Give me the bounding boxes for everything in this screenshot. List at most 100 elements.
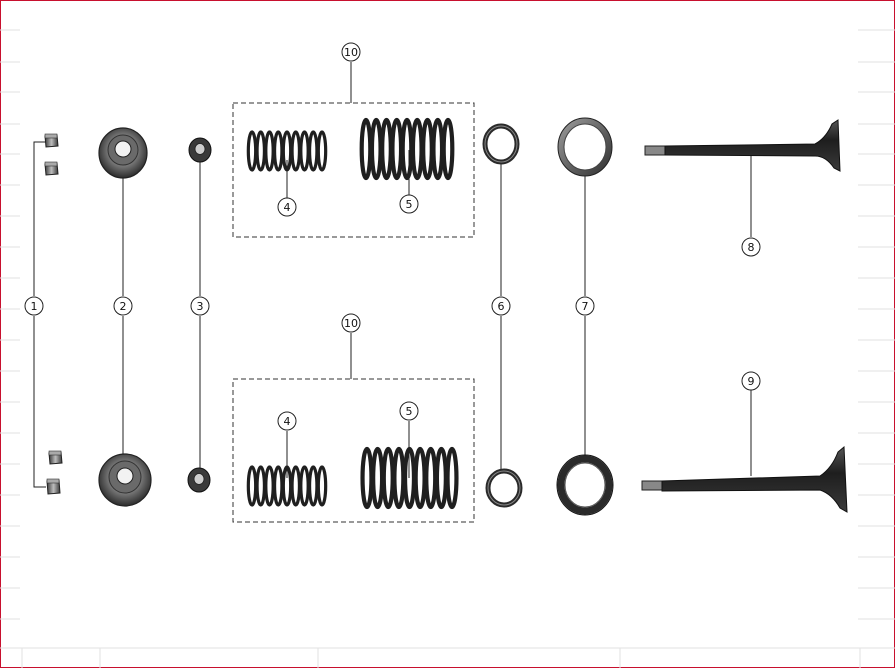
spring-coil: [272, 465, 284, 507]
spring-coil: [255, 465, 267, 507]
callout-circle: [399, 194, 419, 214]
valve-seat-ring-top: [557, 117, 613, 177]
callout-circle: [341, 42, 361, 62]
callout-number: 4: [284, 415, 291, 428]
spring-coil: [390, 117, 404, 181]
valve-stem-seal-bottom: [187, 467, 211, 493]
margin-guides-left: [0, 29, 20, 620]
callout-circle: [190, 296, 210, 316]
callout-c8: 8: [741, 237, 761, 257]
spring-coil: [413, 446, 427, 510]
callout-number: 5: [406, 405, 413, 418]
callout-c10b: 10: [341, 313, 361, 333]
callout-circle: [741, 371, 761, 391]
spring-coil: [434, 446, 448, 510]
callout-number: 6: [498, 300, 505, 313]
exhaust-valve: [641, 445, 848, 513]
valve-cotter-top-1: [44, 133, 59, 148]
callout-c7: 7: [575, 296, 595, 316]
outer-valve-spring-top: [359, 117, 455, 181]
spring-coil: [359, 117, 373, 181]
spring-coil: [381, 446, 395, 510]
spring-coil: [264, 130, 275, 172]
spring-coil: [400, 117, 414, 181]
spring-coil: [421, 117, 434, 181]
spring-coil: [369, 117, 383, 181]
spring-coil: [371, 446, 385, 510]
spring-coil: [441, 117, 455, 181]
inner-valve-spring-bottom: [246, 465, 328, 507]
spring-seat-washer-bottom: [485, 468, 523, 508]
spring-coil: [255, 130, 267, 172]
callout-number: 10: [344, 317, 358, 330]
spring-coil: [424, 446, 438, 510]
callout-c1: 1: [24, 296, 44, 316]
spring-retainer-bottom: [98, 453, 152, 507]
valve-cotter-top-2: [44, 161, 59, 176]
spring-coil: [380, 117, 393, 181]
outer-valve-spring-bottom: [360, 446, 459, 510]
inner-valve-spring-top: [246, 130, 328, 172]
callout-labels: 1 2 3 4 5 4 5 6 7 8 9 10 10: [24, 42, 761, 431]
valve-stem-seal-top: [188, 137, 212, 163]
callout-circle: [24, 296, 44, 316]
callout-c5a: 5: [399, 194, 419, 214]
spring-coil: [392, 446, 406, 510]
spring-coil: [431, 117, 445, 181]
spring-coil: [272, 130, 284, 172]
spring-coil: [445, 446, 459, 510]
callout-number: 1: [31, 300, 38, 313]
callout-circle: [277, 197, 297, 217]
callout-circle: [113, 296, 133, 316]
callout-c2: 2: [113, 296, 133, 316]
callout-circle: [277, 411, 297, 431]
spring-coil: [316, 465, 328, 507]
callout-number: 4: [284, 201, 291, 214]
callout-number: 2: [120, 300, 127, 313]
spring-coil: [246, 130, 258, 172]
spring-seat-washer-top: [482, 123, 520, 165]
leader-1: [33, 141, 46, 488]
spring-set-box-bottom: [232, 378, 475, 523]
spring-coil: [360, 446, 374, 510]
spring-coil: [290, 130, 302, 172]
spring-coil: [307, 465, 319, 507]
spring-set-box-top: [232, 102, 475, 238]
callout-c4b: 4: [277, 411, 297, 431]
callout-number: 7: [582, 300, 589, 313]
callout-number: 10: [344, 46, 358, 59]
callout-number: 8: [748, 241, 755, 254]
callout-number: 9: [748, 375, 755, 388]
callout-c3: 3: [190, 296, 210, 316]
callout-circle: [491, 296, 511, 316]
footer-guides: [0, 647, 895, 668]
callout-circle: [741, 237, 761, 257]
spring-coil: [316, 130, 328, 172]
callout-c4a: 4: [277, 197, 297, 217]
valve-seat-ring-bottom: [556, 454, 614, 516]
callout-number: 5: [406, 198, 413, 211]
valve-cotter-bottom-1: [48, 450, 63, 465]
spring-coil: [290, 465, 302, 507]
leader-lines: [33, 62, 752, 488]
spring-coil: [246, 465, 258, 507]
spring-coil: [299, 130, 310, 172]
spring-retainer-top: [98, 127, 148, 179]
callout-circle: [575, 296, 595, 316]
margin-guides-right: [858, 29, 895, 620]
callout-circle: [341, 313, 361, 333]
callout-c6: 6: [491, 296, 511, 316]
spring-coil: [299, 465, 310, 507]
spring-coil: [307, 130, 319, 172]
spring-coil: [264, 465, 275, 507]
callout-c10a: 10: [341, 42, 361, 62]
spring-coil: [410, 117, 424, 181]
intake-valve: [644, 119, 841, 172]
callout-number: 3: [197, 300, 204, 313]
valve-cotter-bottom-2: [46, 478, 61, 495]
callout-c5b: 5: [399, 401, 419, 421]
callout-circle: [399, 401, 419, 421]
